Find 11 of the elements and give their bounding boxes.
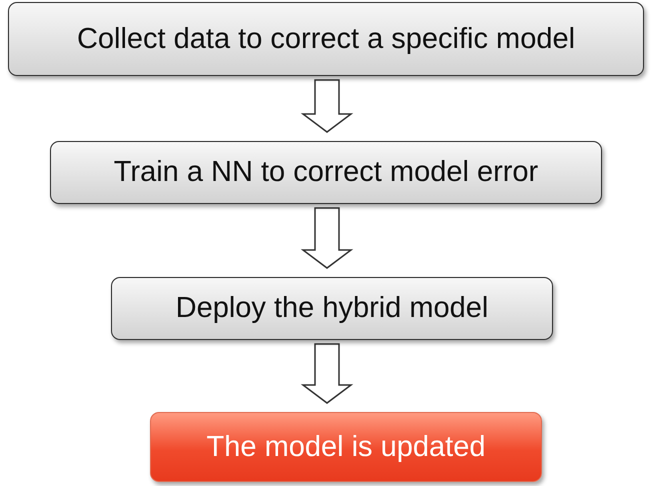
process-box: [111, 277, 553, 340]
process-box: [50, 141, 602, 204]
box-text: Train a NN to correct model error: [114, 156, 538, 189]
process-box: [8, 2, 644, 76]
box-text: Collect data to correct a specific model: [76, 22, 576, 56]
block-arrow: [300, 207, 354, 269]
box-text: Deploy the hybrid model: [176, 292, 488, 325]
block-arrow: [300, 343, 354, 404]
result-box: [150, 412, 542, 482]
box-text: The model is updated: [206, 430, 486, 464]
block-arrow: [300, 79, 354, 133]
